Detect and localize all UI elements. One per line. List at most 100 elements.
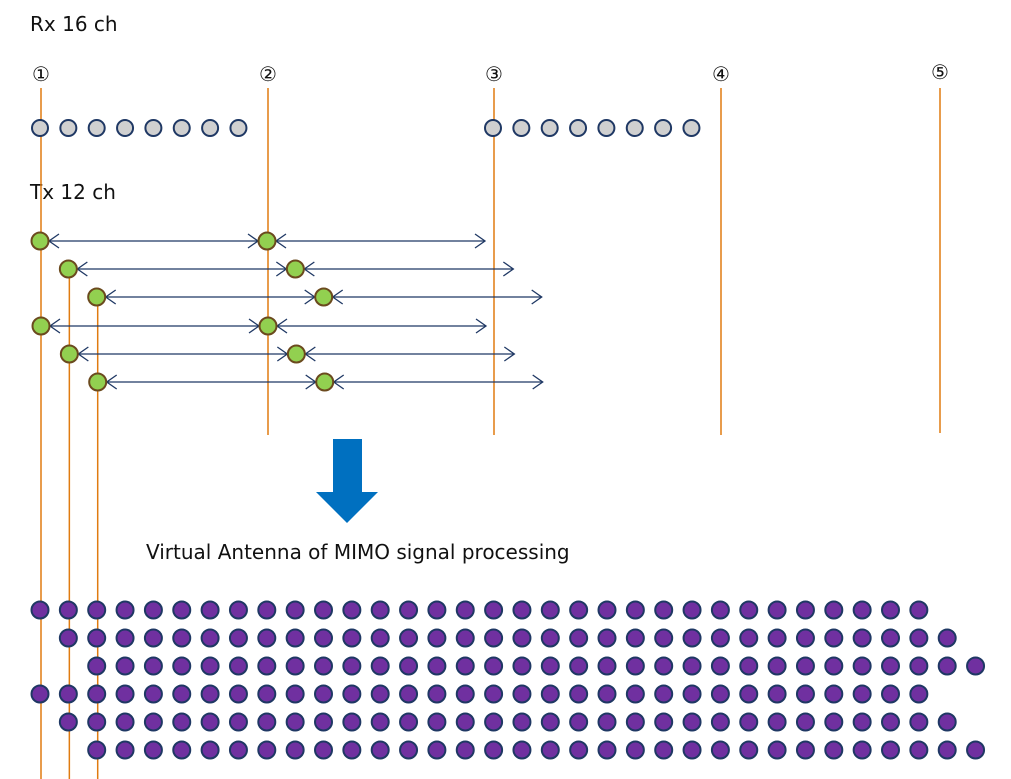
virtual-antenna (115, 712, 135, 732)
virtual-antenna (654, 712, 674, 732)
rx-antenna (569, 119, 588, 137)
virtual-antenna (399, 712, 419, 732)
marker-2: ② (259, 62, 277, 86)
virtual-antenna (172, 656, 192, 676)
rx-antenna (201, 119, 220, 137)
virtual-antenna (852, 656, 872, 676)
tx-antenna (314, 287, 334, 307)
virtual-antenna (342, 684, 362, 704)
virtual-antenna (87, 628, 107, 648)
virtual-antenna (625, 600, 645, 620)
virtual-antenna (625, 628, 645, 648)
virtual-antenna (597, 628, 617, 648)
virtual-antenna (512, 740, 532, 760)
virtual-antenna (370, 740, 390, 760)
virtual-antenna (966, 740, 986, 760)
virtual-antenna (314, 712, 333, 732)
virtual-antenna (654, 628, 674, 648)
virtual-antenna (399, 684, 419, 704)
virtual-antenna (881, 684, 900, 704)
virtual-antenna (285, 600, 305, 620)
virtual-antenna (285, 712, 305, 732)
virtual-antenna (569, 740, 589, 760)
virtual-antenna (370, 628, 390, 648)
virtual-antenna (824, 712, 844, 732)
tx-antenna (315, 372, 335, 392)
tx-antenna (286, 344, 306, 364)
tx-antenna (58, 259, 78, 279)
virtual-antenna (739, 740, 759, 760)
virtual-antenna (257, 684, 277, 704)
virtual-antenna (200, 628, 220, 648)
virtual-antenna (852, 684, 872, 704)
marker-4: ④ (712, 62, 730, 86)
virtual-antenna (342, 740, 362, 760)
virtual-antenna (540, 628, 560, 648)
virtual-antenna (342, 656, 362, 676)
virtual-antenna (455, 656, 475, 676)
virtual-antenna (909, 740, 929, 760)
virtual-antenna (87, 656, 107, 676)
virtual-antenna (569, 600, 589, 620)
virtual-antenna (881, 628, 900, 648)
virtual-antenna (87, 684, 107, 704)
virtual-antenna (228, 740, 248, 760)
virtual-antenna (314, 740, 333, 760)
virtual-antenna (143, 656, 163, 676)
down-arrow-icon (316, 439, 378, 523)
virtual-antenna (58, 712, 78, 732)
virtual-antenna (257, 600, 277, 620)
virtual-antenna (427, 600, 447, 620)
virtual-antenna (285, 740, 305, 760)
arrow-head-right (503, 346, 516, 362)
rx-antenna (512, 119, 531, 137)
virtual-antenna (540, 656, 560, 676)
virtual-antenna (909, 712, 929, 732)
arrow-head-right (474, 233, 487, 249)
virtual-antenna (200, 712, 220, 732)
virtual-antenna (569, 712, 589, 732)
virtual-antenna (484, 656, 504, 676)
virtual-antenna (427, 684, 447, 704)
tx-antenna (30, 231, 50, 251)
virtual-antenna (370, 712, 390, 732)
virtual-antenna (852, 712, 872, 732)
virtual-antenna (881, 656, 900, 676)
rx-antenna (540, 119, 559, 137)
virtual-antenna (115, 684, 135, 704)
virtual-antenna (512, 628, 532, 648)
virtual-antenna (795, 740, 815, 760)
virtual-antenna (710, 684, 730, 704)
virtual-antenna (370, 600, 390, 620)
virtual-antenna (852, 600, 872, 620)
marker-5: ⑤ (931, 60, 949, 84)
virtual-antenna (966, 656, 986, 676)
virtual-antenna (257, 656, 277, 676)
virtual-antenna (512, 656, 532, 676)
virtual-antenna (228, 628, 248, 648)
virtual-antenna (739, 712, 759, 732)
virtual-antenna (597, 600, 617, 620)
virtual-antenna (937, 656, 957, 676)
tx-antenna (258, 316, 278, 336)
virtual-antenna (87, 740, 107, 760)
virtual-antenna (172, 740, 192, 760)
tx-antenna (88, 372, 108, 392)
virtual-antenna (484, 684, 504, 704)
virtual-antenna (30, 684, 50, 704)
virtual-antenna (824, 656, 844, 676)
tx-antenna (257, 231, 277, 251)
virtual-antenna (881, 600, 900, 620)
virtual-antenna (937, 712, 957, 732)
rx-antenna (116, 119, 135, 137)
rx-antenna (87, 119, 106, 137)
virtual-antenna (625, 712, 645, 732)
virtual-antenna (512, 684, 532, 704)
virtual-antenna (795, 712, 815, 732)
rx-label: Rx 16 ch (30, 12, 118, 36)
virtual-antenna (824, 684, 844, 704)
virtual-antenna (115, 740, 135, 760)
virtual-antenna (484, 600, 504, 620)
virtual-antenna (909, 628, 929, 648)
